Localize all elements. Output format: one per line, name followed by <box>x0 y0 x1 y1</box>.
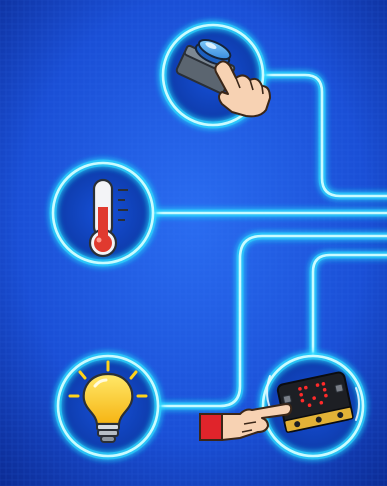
circuit-illustration <box>0 0 387 486</box>
illustration-canvas <box>0 0 387 486</box>
